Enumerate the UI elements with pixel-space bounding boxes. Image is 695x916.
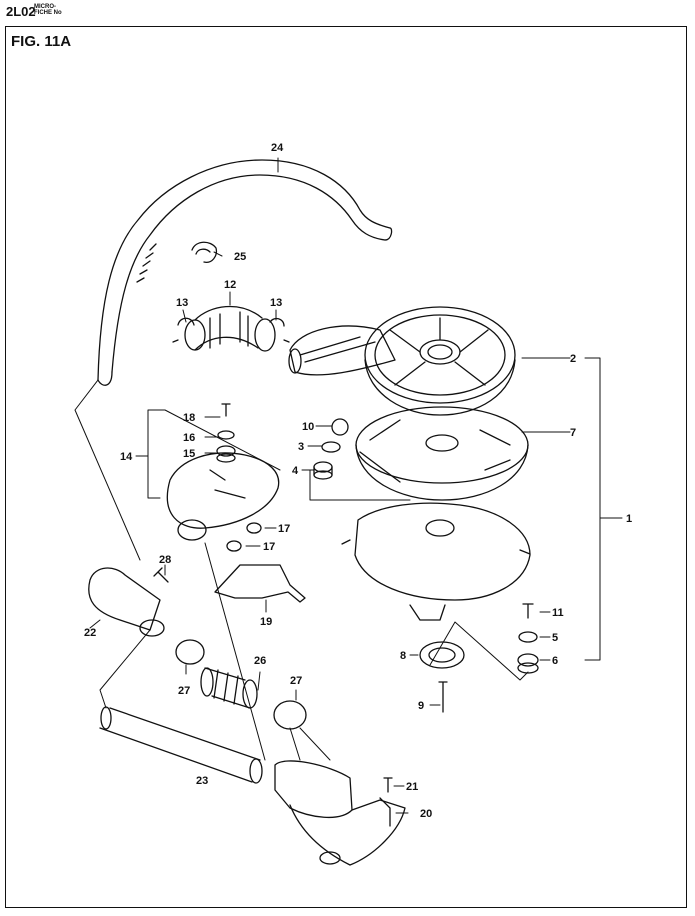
callout-27-b: 27 (290, 675, 302, 687)
part-23-pipe (99, 706, 263, 784)
callout-8: 8 (400, 650, 406, 662)
callout-5: 5 (552, 632, 558, 644)
part-14-intake-housing (166, 452, 280, 541)
part-6-grommet (517, 653, 539, 674)
callout-9: 9 (418, 700, 424, 712)
part-8-seal-ring (419, 641, 465, 669)
callout-15: 15 (183, 448, 195, 460)
part-17-grommet-a (246, 522, 262, 534)
callout-1: 1 (626, 513, 632, 525)
part-2-cleaner-case (288, 306, 516, 416)
part-13-clamp-left (172, 317, 195, 343)
part-1-cleaner-case-bottom (341, 502, 531, 621)
callout-28: 28 (159, 554, 171, 566)
callout-21: 21 (406, 781, 418, 793)
callout-2: 2 (570, 353, 576, 365)
microfiche-label: MICRO- FICHE No (34, 4, 62, 16)
callout-23: 23 (196, 775, 208, 787)
callout-18: 18 (183, 412, 195, 424)
callout-11: 11 (552, 607, 564, 619)
callout-27-a: 27 (178, 685, 190, 697)
callout-22: 22 (84, 627, 96, 639)
part-16-washer (217, 430, 235, 440)
callout-12: 12 (224, 279, 236, 291)
callout-4: 4 (292, 465, 299, 477)
part-24-intake-hose (97, 159, 393, 386)
part-7-filter-element (355, 406, 529, 501)
diagram-code: 2L02 (6, 4, 36, 19)
part-3-washer (321, 441, 341, 453)
part-21-screw (383, 777, 393, 793)
callout-26: 26 (254, 655, 266, 667)
part-17-grommet-b (226, 540, 242, 552)
callout-3: 3 (298, 441, 304, 453)
figure-title: FIG. 11A (11, 33, 72, 50)
callout-10: 10 (302, 421, 314, 433)
part-25-clip (191, 241, 218, 263)
part-11-bolt (522, 603, 534, 619)
callout-17-a: 17 (278, 523, 290, 535)
part-4-grommet (313, 461, 333, 480)
part-13-clamp-right (269, 317, 290, 343)
callout-7: 7 (570, 427, 576, 439)
callout-19: 19 (260, 616, 272, 628)
part-27-clamp-b (273, 700, 307, 730)
leader-lines (74, 157, 623, 814)
part-27-clamp-a (175, 639, 205, 665)
part-9-bolt (438, 681, 448, 713)
part-26-flex-hose (200, 667, 258, 709)
callout-14: 14 (120, 451, 133, 463)
callout-25: 25 (234, 251, 246, 263)
callout-16: 16 (183, 432, 195, 444)
callout-13-right: 13 (270, 297, 282, 309)
part-15-grommet (216, 445, 236, 463)
part-5-washer (518, 631, 538, 643)
callout-13-left: 13 (176, 297, 188, 309)
part-18-bolt (221, 403, 231, 417)
part-12-elbow-hose (184, 305, 276, 352)
part-22-elbow-pipe (88, 567, 165, 637)
diagram-frame (5, 26, 687, 908)
part-28-screw (153, 567, 169, 583)
callout-6: 6 (552, 655, 558, 667)
callout-17-b: 17 (263, 541, 275, 553)
callout-20: 20 (420, 808, 432, 820)
callout-24: 24 (271, 142, 284, 154)
part-19-bracket (214, 564, 306, 603)
part-10-cap (331, 418, 349, 436)
part-20-lower-duct (274, 760, 406, 866)
